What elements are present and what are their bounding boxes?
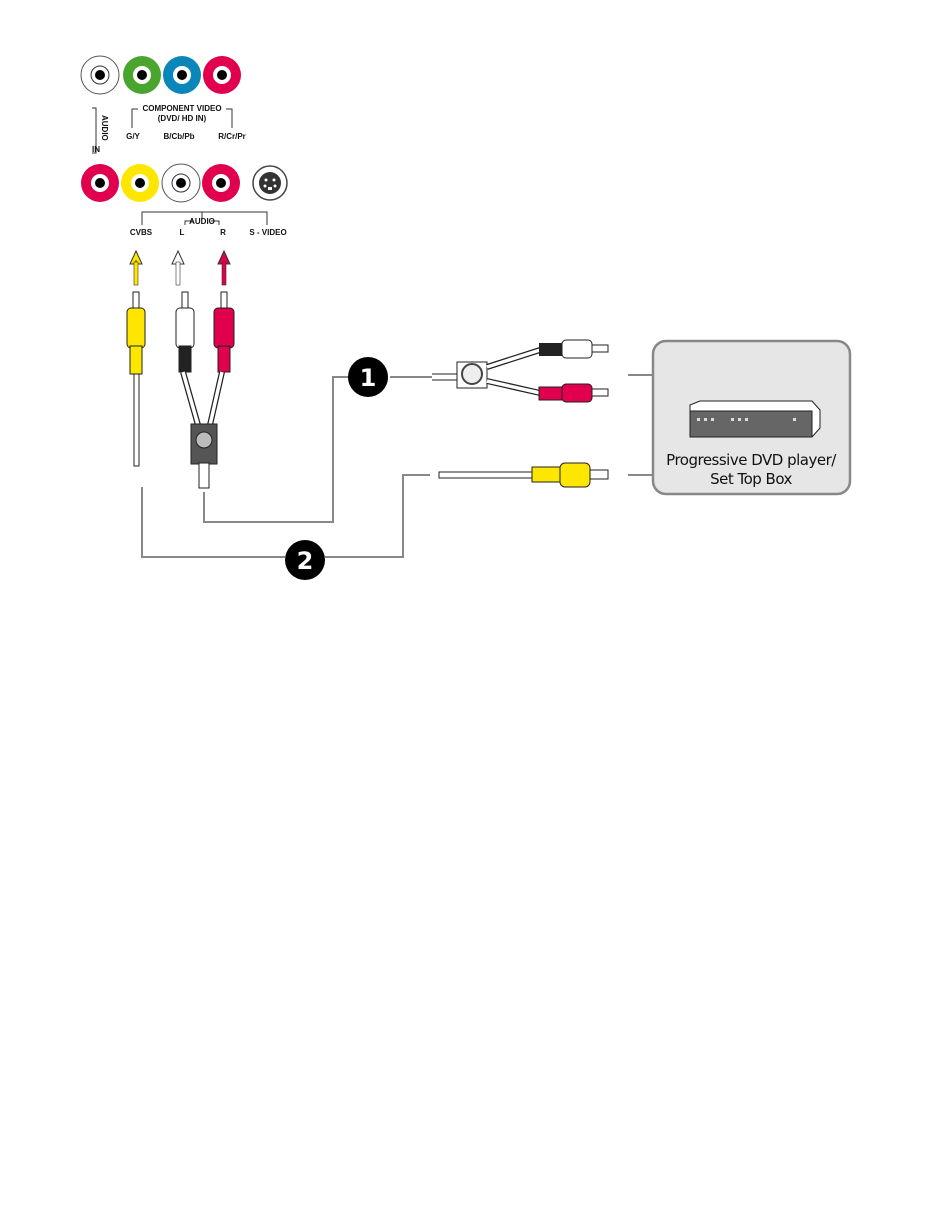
- s-video-jack: [252, 165, 288, 201]
- red-arrow-icon: [217, 249, 231, 286]
- label-b-cb-pb: B/Cb/Pb: [163, 132, 194, 141]
- white-arrow-icon: [171, 249, 185, 286]
- dvd-player-icon: [689, 400, 821, 438]
- cvbs-jack: [121, 164, 159, 202]
- r-cr-pr-jack: [203, 56, 241, 94]
- g-y-jack: [123, 56, 161, 94]
- audio-in-jack: [80, 55, 120, 95]
- label-l: L: [180, 228, 185, 237]
- audio-in-label: AUDIO: [100, 115, 109, 141]
- svg-text:1: 1: [360, 364, 377, 392]
- red-jack: [81, 164, 119, 202]
- yellow-video-plug: [126, 291, 146, 467]
- audio-y-cable: [432, 339, 609, 403]
- dvd-player-box: Progressive DVD player/ Set Top Box: [651, 339, 852, 496]
- step-badge-2: 2: [285, 540, 325, 580]
- label-g-y: G/Y: [126, 132, 140, 141]
- component-jacks-row: [80, 55, 241, 95]
- b-cb-pb-jack: [163, 56, 201, 94]
- label-r: R: [220, 228, 226, 237]
- label-s-video: S - VIDEO: [249, 228, 286, 237]
- component-video-sub: (DVD/ HD IN): [158, 114, 207, 123]
- device-label-line2: Set Top Box: [710, 470, 792, 488]
- audio-r-jack: [202, 164, 240, 202]
- connection-line-1: [203, 376, 432, 523]
- component-video-title: COMPONENT VIDEO: [142, 104, 221, 113]
- label-r-cr-pr: R/Cr/Pr: [218, 132, 246, 141]
- red-audio-plug: [213, 291, 235, 373]
- device-label-line1: Progressive DVD player/: [666, 451, 837, 469]
- audio-in-sub-label: IN: [92, 145, 100, 154]
- audio-group-label: AUDIO: [189, 217, 215, 226]
- label-cvbs: CVBS: [130, 228, 153, 237]
- step-badge-1: 1: [348, 357, 388, 397]
- av-jacks-row: [81, 163, 288, 203]
- audio-l-jack: [161, 163, 201, 203]
- connection-line-2: [141, 474, 430, 558]
- device-connection-lines: [628, 374, 653, 476]
- white-audio-plug: [175, 291, 195, 373]
- yellow-arrow-icon: [129, 249, 143, 286]
- video-cable: [438, 462, 609, 488]
- svg-text:2: 2: [297, 547, 314, 575]
- audio-cable-splitter: [180, 371, 225, 489]
